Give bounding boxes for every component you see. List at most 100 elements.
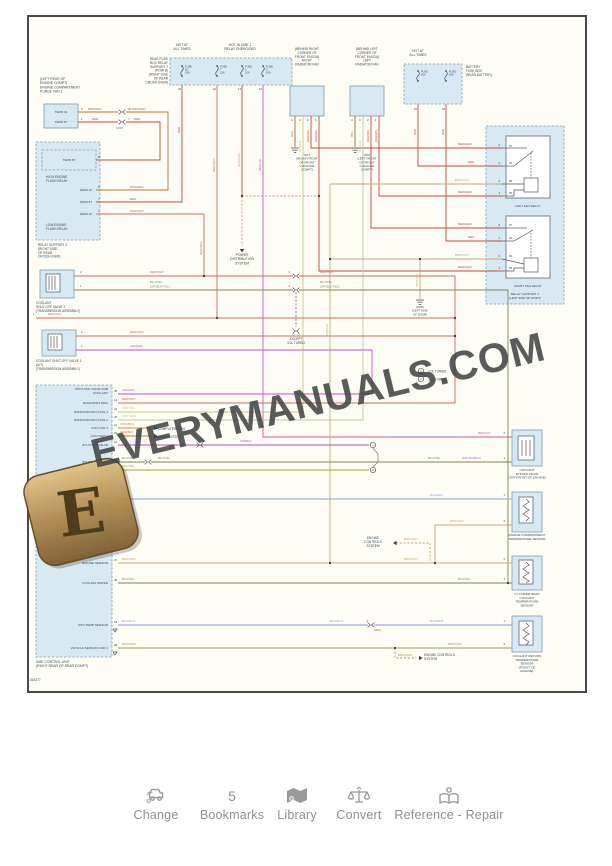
diagram-label: BRN/RED bbox=[132, 107, 146, 111]
diagram-label-line: ALL TIMES bbox=[409, 53, 427, 57]
diagram-label: RIGHT FAN RELAY bbox=[514, 284, 541, 288]
diagram-label-line: (NEAR BATTERY) bbox=[466, 73, 492, 77]
diagram-label-line: RED/GRN bbox=[458, 222, 472, 226]
component-box bbox=[519, 621, 533, 645]
pin-number-line: 87 bbox=[509, 223, 513, 227]
diagram-label: BLU/YEL bbox=[150, 280, 163, 284]
fuse-label-line: 60A bbox=[421, 73, 426, 77]
diagram-label: TERM 87 bbox=[55, 120, 68, 124]
diagram-label-line: BLU/GRY bbox=[430, 493, 443, 497]
diagram-label-line: BRN/RED bbox=[132, 107, 146, 111]
diagram-label-line: BRN/WHT bbox=[325, 323, 329, 336]
diagram-label-line: SYSTEM bbox=[424, 657, 437, 661]
diagram-label-line: WHT/GRN bbox=[358, 140, 362, 153]
pin-number-line: 48 bbox=[114, 389, 118, 393]
diagram-label: RED/WHT bbox=[48, 312, 62, 316]
pin-number-line: 30 bbox=[509, 161, 513, 165]
diagram-label-line: BLU/YEL bbox=[320, 280, 333, 284]
diagram-label-line: PURGE FAN 1 bbox=[40, 89, 63, 93]
diagram-label-line: RED/GRN bbox=[374, 130, 378, 142]
diagram-label-line: OF DASH) bbox=[413, 312, 427, 316]
diagram-label-line: RED/WHT bbox=[150, 270, 164, 274]
diagram-label: BLU/GRY bbox=[430, 493, 443, 497]
pin-number-line: 45 bbox=[114, 415, 118, 419]
component-box bbox=[46, 274, 60, 292]
diagram-label-line: RED/GRN bbox=[306, 130, 310, 142]
diagram-label-line: BRN/GRN bbox=[448, 642, 462, 646]
junction-dot bbox=[419, 258, 421, 260]
diagram-label: RED bbox=[468, 235, 475, 239]
diagram-label-line: BRN/WHT bbox=[415, 273, 419, 286]
diagram-label: BRN/WHT bbox=[450, 519, 464, 523]
diagram-label: RED/GRN bbox=[458, 142, 472, 146]
diagram-label-line: (TOP FRONT OF ENGINE) bbox=[508, 476, 546, 480]
diagram-label-line: BRN bbox=[350, 131, 354, 137]
diagram-label: BRN/WHT bbox=[122, 557, 136, 561]
junction-dot bbox=[203, 275, 205, 277]
diagram-label-line: RED/GRN bbox=[458, 190, 472, 194]
diagram-label-line: COMPT) bbox=[361, 168, 373, 172]
pin-number: 46 bbox=[114, 578, 118, 582]
component-box bbox=[350, 86, 384, 116]
diagram-label: RED/GRN bbox=[314, 130, 318, 142]
diagram-label-line: COOLANT bbox=[93, 391, 108, 395]
diagram-label: (OR BLK/YEL) bbox=[320, 285, 340, 289]
diagram-label: RED/GRN bbox=[374, 130, 378, 142]
diagram-label: RTN TEMP SENSOR bbox=[78, 623, 108, 627]
diagram-label-line: RADIATOR FAN bbox=[355, 63, 379, 67]
diagram-label-line: RED/GRN bbox=[237, 153, 241, 167]
diagram-label-line: RADIATOR FAN bbox=[295, 63, 319, 67]
toolbar-item-label: Reference - Repair bbox=[379, 808, 519, 822]
diagram-label: ENGINE COMPARTMENTTEMPERATURE SENSOR bbox=[508, 533, 546, 541]
fuse-label-line: 10A bbox=[185, 71, 190, 75]
diagram-label-line: ALL TIMES bbox=[173, 47, 191, 51]
diagram-label: RED/VIO bbox=[258, 158, 262, 171]
pin-number: 30 bbox=[509, 161, 513, 165]
diagram-label: BRN/RED bbox=[88, 107, 102, 111]
diagram-label-line: RED/GRN bbox=[366, 130, 370, 142]
diagram-label-line: BLU/WHT bbox=[430, 619, 444, 623]
diagram-label-line: BLU/YEL bbox=[122, 577, 135, 581]
diagram-label: WHT/YEL bbox=[298, 140, 302, 152]
diagram-label: BLU/WHT bbox=[430, 619, 444, 623]
diagram-label-line: RED bbox=[441, 129, 445, 135]
diagram-label: (BEHIND LEFTCORNER OFFRONT FASCIA)LEFTRA… bbox=[355, 47, 379, 67]
pin-number-line: 10 bbox=[259, 87, 263, 91]
diagram-label: LOW-ENGINEFLUSH RELAY bbox=[46, 223, 68, 231]
diagram-label: X240 bbox=[116, 126, 123, 130]
diagram-label: RELAY SUPPORT 1(LEFT END OF DASH) bbox=[509, 292, 541, 300]
diagram-label-line: BLU/YEL bbox=[428, 456, 441, 460]
toolbar-item-change[interactable]: Change bbox=[116, 786, 196, 822]
component-box bbox=[519, 560, 533, 584]
diagram-label: RED bbox=[134, 117, 141, 121]
pin-number-line: 85 bbox=[509, 191, 513, 195]
component-box bbox=[524, 258, 538, 272]
diagram-label-line: RADIATOR FAN CTRL 1 bbox=[74, 410, 108, 414]
toolbar-item-reference-repair[interactable]: Reference - Repair bbox=[379, 786, 519, 822]
diagram-label-line: RED bbox=[134, 117, 141, 121]
diagram-label: RED bbox=[468, 160, 475, 164]
diagram-label-line: RED/WHT bbox=[199, 241, 203, 255]
diagram-label: LEFT FAN RELAY bbox=[515, 204, 540, 208]
diagram-label: HIGH-ENGINEFLUSH RELAY bbox=[46, 175, 68, 183]
diagram-label-line: RADIATOR FAN CTRL 2 bbox=[74, 418, 108, 422]
diagram-label: BRN/WHT bbox=[455, 178, 469, 182]
diagram-label-line: COMPT) bbox=[301, 168, 313, 172]
diagram-label-line: (TRANSMISSION ASSEMBLY) bbox=[36, 367, 80, 371]
diagram-label-line: BRN/RED bbox=[88, 107, 102, 111]
diagram-label-line: VIO/GRN bbox=[130, 344, 143, 348]
component-box bbox=[519, 497, 533, 523]
diagram-label: RED/WHT bbox=[122, 397, 136, 401]
diagram-label: BLU/YEL bbox=[458, 577, 471, 581]
diagram-label-line: RED/GRN bbox=[458, 142, 472, 146]
diagram-label-line: RED/VIO bbox=[258, 158, 262, 171]
diagram-label-line: (OR BLK/YEL) bbox=[150, 285, 170, 289]
diagram-label: RED/GRN bbox=[458, 190, 472, 194]
junction-dot bbox=[216, 317, 218, 319]
diagram-label-line: CROSS-OVER) bbox=[38, 255, 61, 259]
diagram-label-line: RED/GRN bbox=[314, 130, 318, 142]
diagram-label-line: TERM 87 bbox=[55, 120, 68, 124]
diagram-label: BRN bbox=[290, 131, 294, 137]
diagram-label-line: WHT/GRN bbox=[122, 414, 136, 418]
diagram-label: DIAGNOSIS MSG bbox=[83, 401, 109, 405]
